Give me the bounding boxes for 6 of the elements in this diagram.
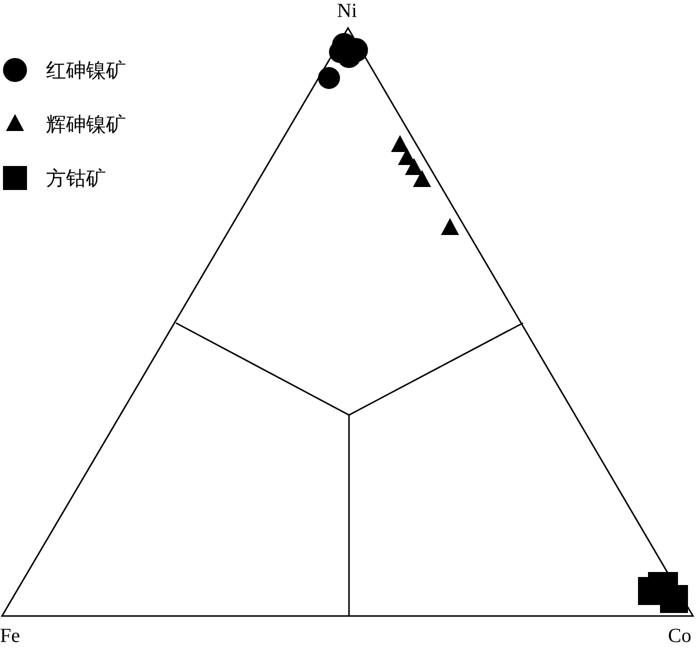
- vertex-label: Co: [668, 625, 692, 647]
- vertex-label: Fe: [0, 625, 20, 647]
- legend-label: 方钴矿: [46, 166, 106, 190]
- legend-label: 辉砷镍矿: [46, 112, 126, 136]
- vertex-label: Ni: [337, 0, 357, 22]
- legend-label: 红砷镍矿: [46, 58, 126, 82]
